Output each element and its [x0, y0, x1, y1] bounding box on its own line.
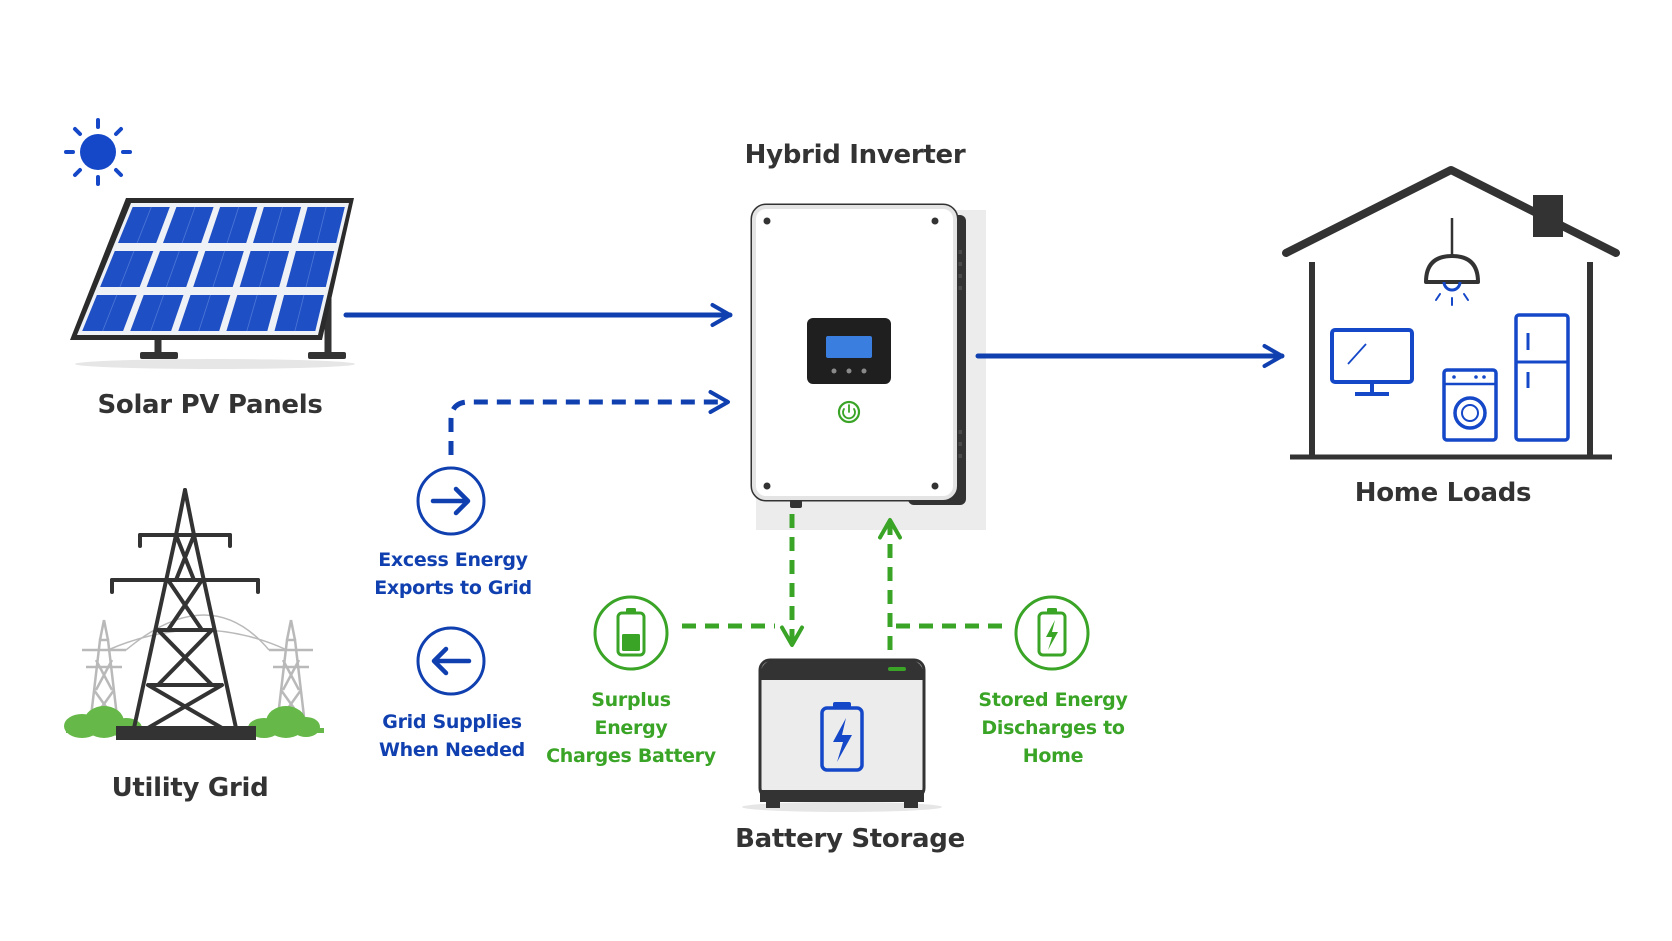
solar-cell-divider	[305, 250, 316, 288]
export-flow-label: Excess Energy Exports to Grid	[374, 546, 532, 602]
solar-cell-divider	[271, 206, 283, 244]
solar-cell-divider	[294, 294, 305, 332]
import-flow-line-2: When Needed	[379, 739, 525, 761]
washing-machine-icon	[1442, 368, 1498, 442]
solar-panels-title: Solar PV Panels	[97, 390, 323, 420]
hybrid-inverter-title: Hybrid Inverter	[744, 140, 966, 170]
charge-flow-line-1: Surplus	[591, 689, 671, 711]
flow-inverter-to-battery	[682, 514, 804, 647]
battery-storage-icon	[742, 658, 942, 812]
battery-storage-title: Battery Storage	[735, 824, 965, 854]
solar-cell-divider	[150, 294, 164, 332]
solar-cell-divider	[212, 250, 225, 288]
solar-cell-divider	[259, 250, 271, 288]
solar-cell-divider	[166, 250, 180, 288]
hybrid-inverter-icon	[750, 203, 986, 530]
solar-cell-divider	[119, 250, 135, 288]
import-flow-label: Grid Supplies When Needed	[379, 708, 525, 764]
flow-grid-to-inverter	[448, 390, 730, 455]
arrow-right-icon	[416, 466, 486, 536]
flow-battery-to-inverter	[878, 518, 1002, 650]
solar-cell-divider	[102, 294, 118, 332]
sun-icon	[64, 118, 132, 186]
charge-flow-line-3: Charges Battery	[546, 745, 716, 767]
arrow-left-icon	[416, 626, 486, 696]
house-icon	[1282, 166, 1620, 460]
tv-icon	[1330, 328, 1414, 396]
discharge-flow-line-3: Home	[1022, 745, 1084, 767]
solar-panel-icon	[70, 198, 355, 369]
solar-cell-divider	[246, 294, 258, 332]
power-button-icon	[837, 400, 861, 424]
ceiling-lamp-icon	[1424, 218, 1480, 306]
import-flow-line-1: Grid Supplies	[382, 711, 522, 733]
discharge-flow-line-1: Stored Energy	[978, 689, 1128, 711]
solar-cell-divider	[316, 206, 327, 244]
solar-cell-divider	[181, 206, 196, 244]
solar-cell-divider	[136, 206, 152, 244]
home-loads-title: Home Loads	[1354, 478, 1532, 508]
solar-cell-divider	[226, 206, 240, 244]
discharge-flow-label: Stored Energy Discharges to Home	[978, 686, 1127, 770]
discharge-flow-line-2: Discharges to	[981, 717, 1125, 739]
solar-cell-divider	[198, 294, 211, 332]
utility-grid-title: Utility Grid	[111, 773, 269, 803]
transmission-tower-icon	[64, 488, 324, 740]
bolt-battery-icon	[820, 702, 864, 772]
charge-flow-label: Surplus Energy Charges Battery	[546, 686, 716, 770]
battery-bolt-icon	[1014, 595, 1090, 671]
refrigerator-icon	[1514, 313, 1570, 442]
battery-charging-icon	[593, 595, 669, 671]
export-flow-line-2: Exports to Grid	[374, 577, 532, 599]
export-flow-line-1: Excess Energy	[378, 549, 528, 571]
charge-flow-line-2: Energy	[594, 717, 668, 739]
